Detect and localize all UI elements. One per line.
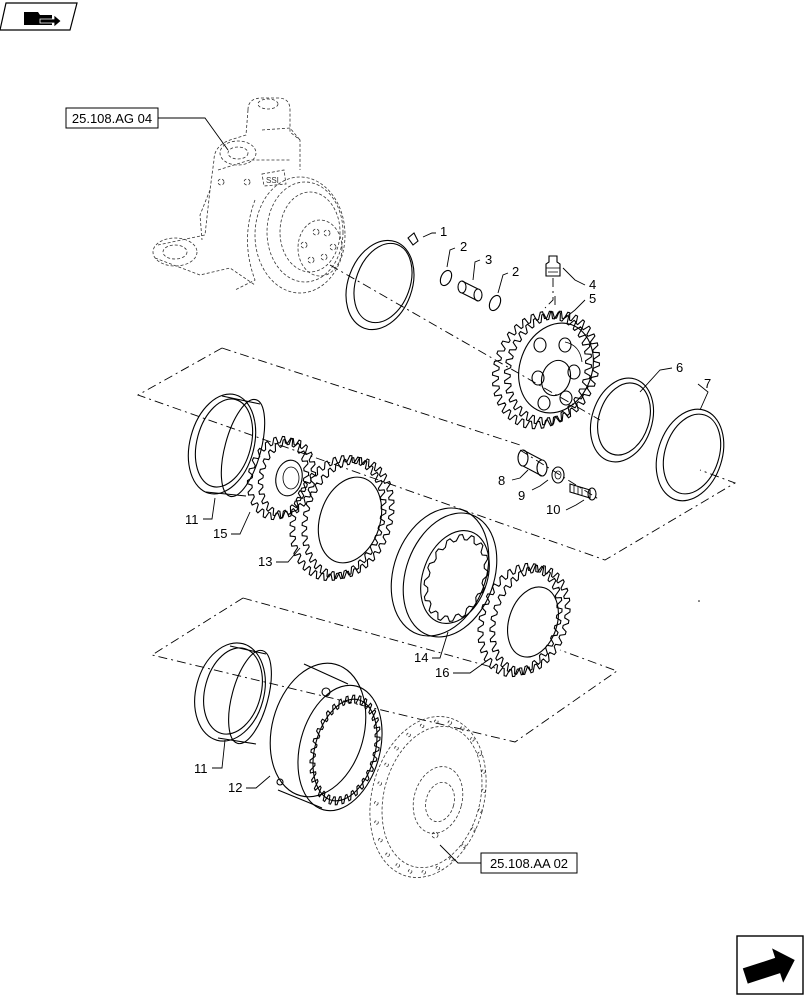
reference-link-top[interactable]: 25.108.AG 04: [65, 107, 159, 129]
gear5-bolt-hole: [533, 337, 547, 353]
reference-top-text: 25.108.AG 04: [72, 111, 152, 126]
gear5-bolt-hole: [567, 364, 581, 380]
cover-bolt-hole: [471, 827, 476, 832]
planet-carrier-gear-5: [491, 310, 601, 430]
callout-12: 12: [228, 780, 242, 795]
gear5-bolt-hole: [559, 390, 573, 406]
cover-bolt-hole: [481, 769, 486, 774]
cover-bolt-hole: [481, 788, 486, 793]
callout-6: 6: [676, 360, 683, 375]
cover-bolt-hole: [461, 843, 466, 848]
bushing-8: [517, 449, 548, 477]
callout-2a: 2: [460, 239, 467, 254]
callout-5: 5: [589, 291, 596, 306]
callout-13: 13: [258, 554, 272, 569]
gear5-bolt-hole: [558, 337, 572, 353]
cover-bolt-hole: [394, 746, 399, 751]
callout-labels: 1 2 3 2 4 5 6 7 8 9 10 11 15 13 14 16 11…: [185, 224, 711, 795]
gear13-bore: [317, 476, 383, 564]
cover-bolt-hole: [435, 865, 441, 871]
cover-bolt-hole: [374, 820, 379, 825]
callout-8: 8: [498, 473, 505, 488]
bolt-10: [569, 483, 597, 501]
callout-16: 16: [435, 665, 449, 680]
cover-bolt-hole: [478, 808, 483, 813]
cover-bolt-hole: [460, 726, 465, 731]
housing12-internal-teeth: [309, 694, 381, 806]
folder-arrow-icon[interactable]: [0, 2, 78, 31]
gear5-bolt-hole: [537, 395, 551, 411]
callout-7: 7: [704, 376, 711, 391]
cover-bolt-hole: [477, 751, 482, 757]
pin-3: [457, 280, 483, 302]
cover-bolt-hole: [395, 863, 400, 868]
cover-bolt-hole: [378, 837, 383, 843]
gear15-bore-inner: [282, 466, 300, 490]
planet-gear-13: [289, 455, 395, 581]
gear15-bore: [275, 459, 303, 497]
callout-10: 10: [546, 502, 560, 517]
retaining-clip-2a: [439, 269, 453, 287]
gear16-teeth-front: [489, 564, 571, 676]
steering-knuckle: SSI: [152, 97, 346, 294]
ring-gear-housing-12: [269, 662, 383, 812]
bleed-screw-4: [544, 255, 561, 309]
callout-1: 1: [440, 224, 447, 239]
gear5-bolt-hole: [531, 370, 545, 386]
cover-bolt-hole: [384, 762, 389, 767]
sun-gear-16: [477, 562, 571, 678]
sun-gear-ring-14: [390, 507, 498, 638]
backup-ring-7: [655, 408, 725, 502]
callout-15: 15: [213, 526, 227, 541]
cover-bolt-hole: [377, 781, 382, 786]
gear5-slot: [564, 341, 583, 363]
bearing-ring-11b: [194, 642, 272, 745]
gear13-teeth-back: [289, 455, 387, 581]
cover-bolt-hole: [419, 723, 425, 729]
gear15-teeth-back: [246, 435, 310, 521]
callout-11b: 11: [194, 761, 208, 776]
cover-bolt-hole: [421, 870, 426, 875]
gear15-teeth-front: [257, 437, 317, 519]
cover-bolt-hole: [449, 856, 454, 862]
snap-ring-1: [345, 232, 419, 331]
callout-leaders: [203, 232, 709, 789]
stray-dot: [698, 600, 700, 602]
bearing-ring-11a: [187, 393, 266, 498]
cover-bolt-hole: [385, 852, 390, 857]
callout-3: 3: [485, 252, 492, 267]
cover-bolt-hole: [470, 737, 475, 742]
reference-link-bottom[interactable]: 25.108.AA 02: [480, 852, 578, 874]
reference-bottom-text: 25.108.AA 02: [490, 856, 568, 871]
callout-2b: 2: [512, 264, 519, 279]
cover-bolt-hole: [407, 869, 413, 874]
cover-bolt-hole: [434, 719, 439, 724]
gear5-center-hole: [540, 359, 572, 397]
retaining-clip-2b: [488, 294, 502, 312]
callout-14: 14: [414, 650, 428, 665]
cover-bolt-hole: [447, 720, 453, 725]
next-page-arrow-icon[interactable]: [736, 935, 804, 995]
gear5-hub: [518, 322, 594, 414]
gear16-bore: [507, 586, 559, 658]
gear5-teeth-front: [503, 310, 601, 426]
gear13-teeth-front: [301, 457, 395, 579]
o-ring-6: [589, 377, 655, 463]
callout-4: 4: [589, 277, 596, 292]
planet-gear-15: [246, 435, 317, 521]
cover-bolt-hole: [406, 732, 411, 738]
callout-11a: 11: [185, 512, 199, 527]
planetary-cover: [369, 716, 487, 878]
washer-9: [551, 466, 565, 484]
callout-9: 9: [518, 488, 525, 503]
knuckle-marking: SSI: [266, 176, 279, 185]
cover-bolt-hole: [374, 801, 379, 806]
gear14-splines: [423, 533, 489, 623]
